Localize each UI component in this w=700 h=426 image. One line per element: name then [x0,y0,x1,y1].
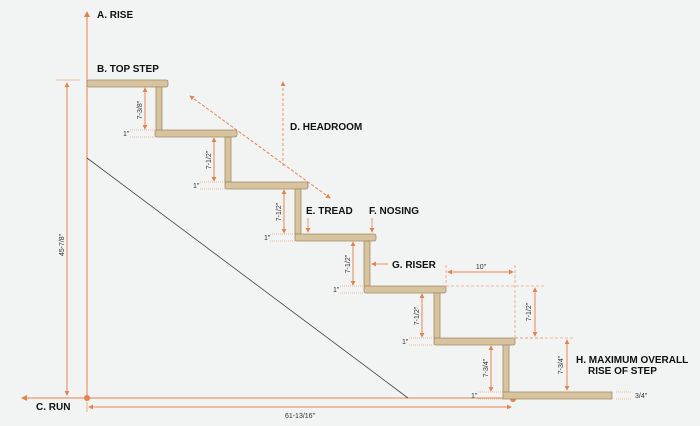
label-nosing: F. NOSING [369,206,419,217]
riser-dim-6: 7-3/4" [483,358,490,377]
label-tread: E. TREAD [306,206,353,217]
total-rise-label: 45-7/8" [59,233,66,256]
bottom-thickness-label: 3/4" [635,393,648,400]
total-run-label: 61-13/16" [285,413,316,420]
thickness-3: 1" [264,235,271,242]
label-headroom: D. HEADROOM [290,122,362,133]
tread-4 [294,233,377,242]
max-rise-dim-label: 7-3/4" [558,355,565,374]
thickness-1: 1" [123,131,130,138]
tread-6 [433,337,516,346]
label-top-step: B. TOP STEP [97,64,159,75]
origin-dot [84,395,90,401]
riser-dim-2: 7-1/2" [206,150,213,169]
riser-dim-3: 7-1/2" [276,202,283,221]
label-max-rise-2: RISE OF STEP [588,366,657,377]
tread-2 [154,129,238,138]
riser-5 [433,292,441,339]
tread-7 [502,391,613,400]
thickness-6: 1" [471,393,478,400]
thickness-2: 1" [193,183,200,190]
riser-dim-5: 7-1/2" [414,306,421,325]
label-riser: G. RISER [392,260,437,271]
thickness-4: 1" [333,287,340,294]
stairs [86,79,613,400]
riser-dim-4: 7-1/2" [345,254,352,273]
riser-6 [502,344,510,393]
tread-1 [86,79,169,88]
tread-depth-label: 10" [476,264,487,271]
riser-2 [224,136,232,183]
thickness-5: 1" [402,339,409,346]
riser-4 [363,240,371,287]
riser-dim-1: 7-3/8" [137,100,144,119]
riser-1 [155,86,163,131]
tread-5 [363,285,447,294]
label-run: C. RUN [36,402,70,413]
label-max-rise-1: H. MAXIMUM OVERALL [576,355,688,366]
riser-3 [294,188,302,235]
label-rise: A. RISE [97,10,133,21]
side-riser-label: 7-1/2" [526,302,533,321]
stringer-line [86,157,409,399]
tread-3 [224,181,309,190]
